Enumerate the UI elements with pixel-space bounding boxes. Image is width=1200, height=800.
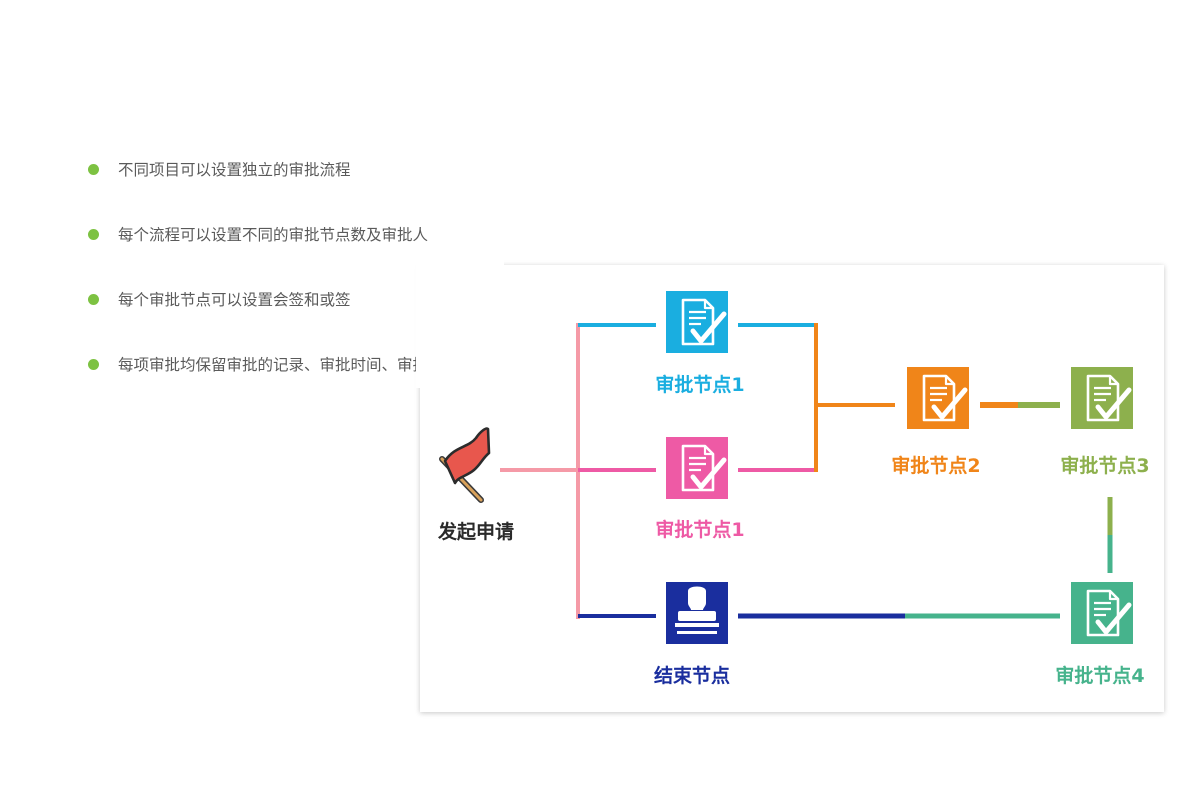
approve1-bottom-node xyxy=(666,437,728,499)
flag-icon xyxy=(439,427,491,503)
approve4-label: 审批节点4 xyxy=(1055,665,1145,687)
card-notch xyxy=(416,258,504,388)
end-node-label: 结束节点 xyxy=(653,665,731,687)
start-node-label: 发起申请 xyxy=(437,521,515,543)
feature-list: 不同项目可以设置独立的审批流程 每个流程可以设置不同的审批节点数及审批人 每个审… xyxy=(88,150,459,410)
start-node xyxy=(439,427,491,503)
end-node xyxy=(666,582,728,644)
flow-canvas xyxy=(439,291,1133,644)
approval-flow-diagram: 发起申请 审批节点1 审批节点1 审批节点2 审批节点3 审批节点4 结束节点 xyxy=(420,265,1164,712)
connector-lines xyxy=(500,323,1113,619)
feature-item: 不同项目可以设置独立的审批流程 xyxy=(88,150,459,215)
approve4-node xyxy=(1071,582,1133,644)
stamp-icon xyxy=(675,586,719,634)
bullet-dot xyxy=(88,164,99,175)
approve3-node xyxy=(1071,367,1133,429)
feature-item: 每个审批节点可以设置会签和或签 xyxy=(88,280,459,345)
approve3-label: 审批节点3 xyxy=(1060,455,1150,477)
feature-item: 每项审批均保留审批的记录、审批时间、审批事项 xyxy=(88,345,459,410)
bullet-dot xyxy=(88,359,99,370)
feature-item: 每个流程可以设置不同的审批节点数及审批人 xyxy=(88,215,459,280)
feature-text: 不同项目可以设置独立的审批流程 xyxy=(118,161,351,179)
feature-text: 每个审批节点可以设置会签和或签 xyxy=(118,291,351,309)
approve1-bottom-label: 审批节点1 xyxy=(655,519,745,541)
bullet-dot xyxy=(88,294,99,305)
approve1-top-node xyxy=(666,291,728,353)
approve2-node xyxy=(907,367,969,429)
bullet-dot xyxy=(88,229,99,240)
approve2-label: 审批节点2 xyxy=(891,455,981,477)
approve1-top-label: 审批节点1 xyxy=(655,374,745,396)
feature-text: 每个流程可以设置不同的审批节点数及审批人 xyxy=(118,226,429,244)
feature-text: 每项审批均保留审批的记录、审批时间、审批事项 xyxy=(118,356,460,374)
